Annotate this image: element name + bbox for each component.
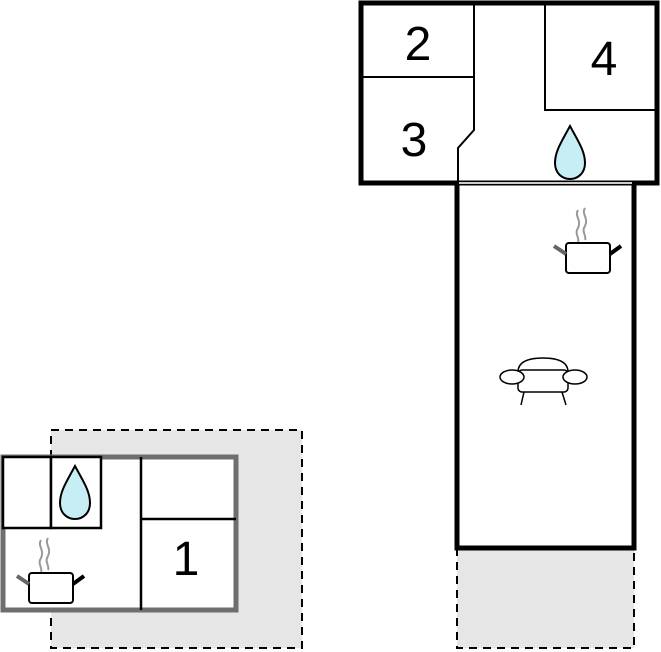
terrace-right bbox=[456, 547, 635, 649]
room-label-3: 3 bbox=[401, 114, 428, 167]
room-label-1: 1 bbox=[173, 533, 200, 586]
room-label-4: 4 bbox=[591, 33, 618, 86]
upper-floor-block bbox=[358, 0, 660, 186]
room-label-2: 2 bbox=[405, 18, 432, 71]
sofa-icon bbox=[499, 357, 588, 406]
